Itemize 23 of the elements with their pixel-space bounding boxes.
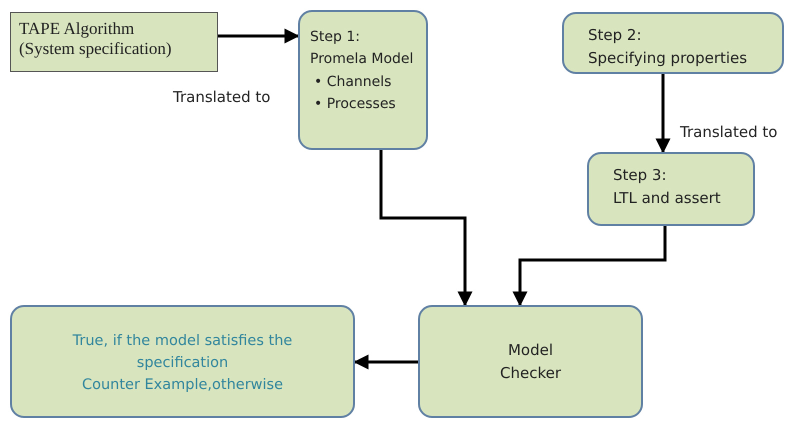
arrow xyxy=(380,150,472,306)
process-box xyxy=(298,10,428,150)
list-item: • Channels xyxy=(314,72,392,92)
step-title: Step 3: xyxy=(613,165,667,186)
process-box xyxy=(418,305,643,418)
arrow xyxy=(218,28,300,44)
spec-box xyxy=(10,12,218,72)
node-text: Model Checker xyxy=(498,340,562,384)
result-text: True, if the model satisfies the specification xyxy=(72,332,294,373)
arrow xyxy=(354,354,418,370)
process-box xyxy=(562,12,784,74)
process-box xyxy=(587,152,755,226)
process-box xyxy=(10,305,355,418)
arrow xyxy=(656,74,670,154)
result-text: Counter Example,otherwise xyxy=(80,376,284,394)
step-title: Specifying properties xyxy=(588,48,748,68)
step-title: Promela Model xyxy=(310,50,414,70)
step-title: Step 2: xyxy=(588,25,642,46)
step-title: Step 1: xyxy=(310,28,360,47)
step-title: LTL and assert xyxy=(613,188,721,208)
list-item: • Processes xyxy=(314,95,396,114)
node-text: TAPE Algorithm (System specification) xyxy=(19,19,172,60)
arrow xyxy=(512,226,666,306)
